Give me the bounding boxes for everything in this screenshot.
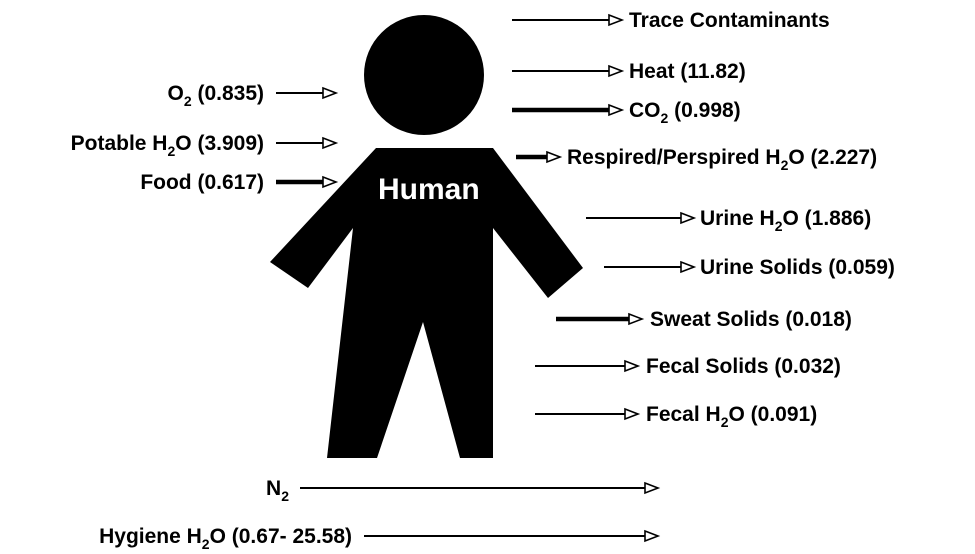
- passthrough-2-arrow-head: [645, 531, 658, 541]
- output-6-arrow-head: [681, 262, 694, 272]
- output-1-arrow-head: [609, 15, 622, 25]
- output-9-arrow-head: [625, 409, 638, 419]
- output-3-arrow-head: [609, 105, 622, 115]
- passthrough-2-label: Hygiene H2O (0.67- 25.58): [99, 525, 352, 552]
- output-8-label: Fecal Solids (0.032): [646, 355, 841, 378]
- output-2-label: Heat (11.82): [629, 60, 746, 83]
- output-8-arrow-head: [625, 361, 638, 371]
- passthrough-1-arrow-head: [645, 483, 658, 493]
- output-4-label: Respired/Perspired H2O (2.227): [567, 146, 877, 173]
- output-7-label: Sweat Solids (0.018): [650, 308, 852, 331]
- output-5-arrow-head: [681, 213, 694, 223]
- passthrough-1-label: N2: [266, 477, 289, 504]
- output-4-arrow-head: [547, 152, 560, 162]
- human-head: [364, 15, 484, 135]
- input-1-label: O2 (0.835): [167, 82, 264, 109]
- output-9-label: Fecal H2O (0.091): [646, 403, 817, 430]
- input-3-label: Food (0.617): [140, 171, 264, 194]
- input-1-arrow-head: [323, 88, 336, 98]
- input-2-arrow-head: [323, 138, 336, 148]
- output-6-label: Urine Solids (0.059): [700, 256, 895, 279]
- output-3-label: CO2 (0.998): [629, 99, 741, 126]
- output-5-label: Urine H2O (1.886): [700, 207, 871, 234]
- output-1-label: Trace Contaminants: [629, 9, 830, 32]
- input-2-label: Potable H2O (3.909): [71, 132, 264, 159]
- human-label: Human: [378, 173, 480, 206]
- output-2-arrow-head: [609, 66, 622, 76]
- input-3-arrow-head: [323, 177, 336, 187]
- output-7-arrow-head: [629, 314, 642, 324]
